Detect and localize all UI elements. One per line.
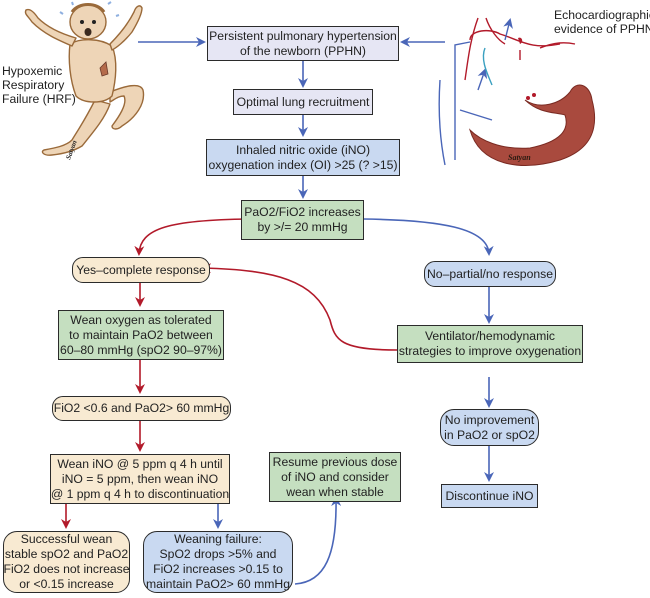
node-yes-response: Yes–complete response [72, 257, 210, 283]
node-pphn: Persistent pulmonary hypertension of the… [207, 26, 399, 61]
node-ventilator: Ventilator/hemodynamic strategies to imp… [397, 325, 583, 363]
node-ino: Inhaled nitric oxide (iNO) oxygenation i… [206, 139, 400, 176]
echo-caption: Echocardiographic evidence of PPHN [554, 8, 650, 36]
node-wean-oxygen: Wean oxygen as tolerated to maintain PaO… [58, 310, 224, 360]
illustration-signature-right: Satyan [508, 153, 531, 162]
arrow-pao2-to-yes [134, 218, 250, 256]
node-discontinue: Discontinue iNO [441, 484, 538, 508]
node-fio2: FiO2 <0.6 and PaO2> 60 mmHg [52, 396, 231, 421]
arrow-pao2-to-no [362, 218, 494, 256]
arrow-ventilator-to-yes [201, 263, 398, 351]
node-lung-recruitment: Optimal lung recruitment [233, 89, 373, 115]
node-wean-ino: Wean iNO @ 5 ppm q 4 h until iNO = 5 ppm… [50, 454, 230, 504]
arrow-failure-to-resume [294, 496, 342, 585]
node-no-improvement: No improvement in PaO2 or spO2 [440, 409, 539, 446]
node-pao2-increase: PaO2/FiO2 increases by >/= 20 mmHg [241, 200, 364, 240]
node-successful-wean: Successful wean stable spO2 and PaO2 FiO… [3, 531, 130, 593]
node-no-response: No–partial/no response [424, 261, 556, 287]
node-weaning-failure: Weaning failure: SpO2 drops >5% and FiO2… [143, 531, 293, 593]
node-resume: Resume previous dose of iNO and consider… [269, 452, 401, 502]
hrf-caption: Hypoxemic Respiratory Failure (HRF) [2, 64, 76, 106]
